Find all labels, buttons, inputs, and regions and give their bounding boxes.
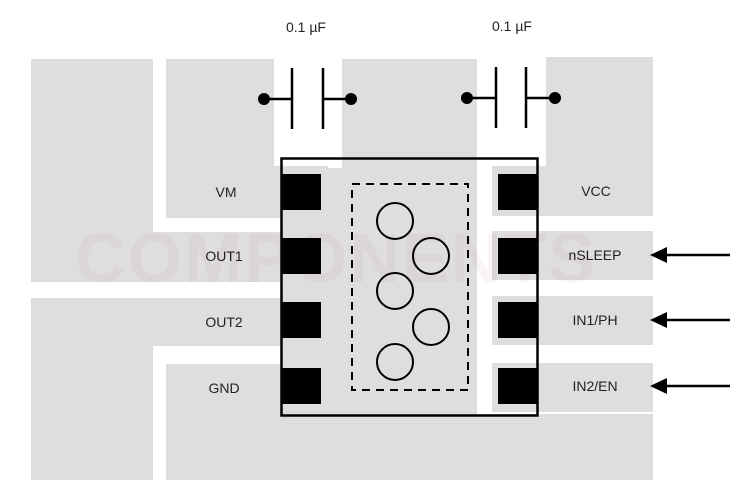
copper-out2	[31, 298, 328, 480]
right-pads	[498, 174, 537, 404]
thermal-vias	[376, 202, 450, 381]
via	[376, 272, 414, 310]
left-pads	[282, 174, 321, 404]
via	[412, 308, 450, 346]
via	[412, 237, 450, 275]
arrow-nsleep-icon	[650, 247, 730, 263]
pin-label-in1ph: IN1/PH	[572, 312, 617, 328]
pad-out1	[282, 238, 321, 274]
via	[376, 202, 414, 240]
pad-vcc	[498, 174, 537, 210]
cap-terminal-dot	[345, 93, 357, 105]
capacitor-vcc	[461, 67, 561, 128]
pad-nsleep	[498, 238, 537, 274]
pin-label-gnd: GND	[208, 380, 239, 396]
pad-in1ph	[498, 302, 537, 338]
arrow-in1ph-icon	[650, 312, 730, 328]
pin-label-nsleep: nSLEEP	[569, 247, 622, 263]
pin-label-out2: OUT2	[205, 314, 243, 330]
pad-out2	[282, 302, 321, 338]
copper-out1	[31, 59, 328, 282]
arrow-in2en-icon	[650, 378, 730, 394]
input-arrows	[650, 247, 730, 394]
capacitor-vm-label: 0.1 µF	[286, 19, 326, 35]
capacitor-vm	[258, 68, 357, 129]
pin-label-vm: VM	[216, 184, 237, 200]
pad-in2en	[498, 368, 537, 404]
pad-gnd	[282, 368, 321, 404]
pin-label-in2en: IN2/EN	[572, 378, 617, 394]
pad-vm	[282, 174, 321, 210]
thermal-pad	[351, 183, 469, 391]
pin-label-out1: OUT1	[205, 248, 243, 264]
pin-label-vcc: VCC	[581, 183, 611, 199]
capacitor-vcc-label: 0.1 µF	[492, 18, 532, 34]
via	[376, 343, 414, 381]
chip-outline	[280, 157, 539, 417]
cap-terminal-dot	[549, 92, 561, 104]
